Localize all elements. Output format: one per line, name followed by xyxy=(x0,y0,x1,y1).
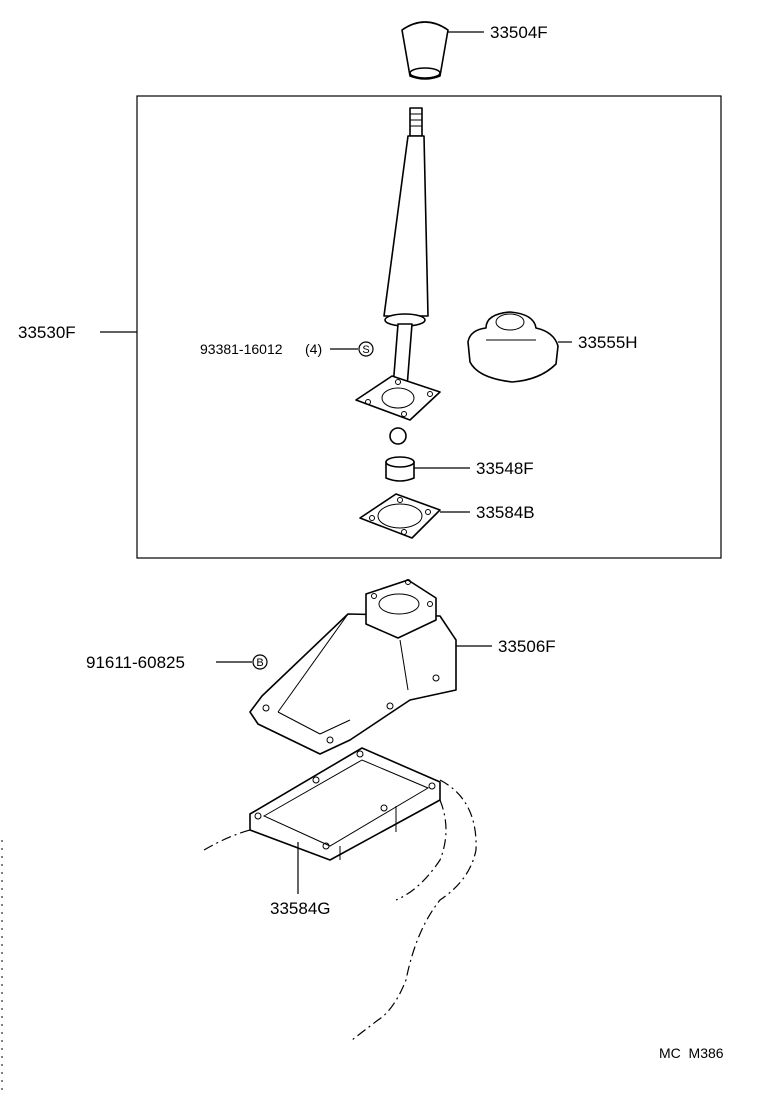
screw-symbol-text: S xyxy=(362,344,369,356)
bushing[interactable] xyxy=(385,456,470,482)
label-screw-qty: (4) xyxy=(305,341,322,357)
label-screw: 93381-16012 xyxy=(200,341,283,357)
shift-knob[interactable] xyxy=(401,21,484,80)
lever-boot[interactable] xyxy=(467,311,572,383)
label-bushing: 33548F xyxy=(476,459,534,478)
lever-gasket[interactable] xyxy=(359,493,470,539)
bolt-symbol xyxy=(252,654,268,670)
label-lever-assy: 33530F xyxy=(18,323,76,342)
label-housing-gasket: 33584G xyxy=(270,899,331,918)
label-bolt: 91611-60825 xyxy=(86,653,185,672)
label-knob: 33504F xyxy=(490,23,548,42)
label-retainer-housing: 33506F xyxy=(498,637,556,656)
lever-assembly-box xyxy=(136,95,722,559)
transmission-outline xyxy=(203,779,477,1041)
housing-gasket[interactable] xyxy=(249,747,441,894)
shift-lever[interactable] xyxy=(355,107,441,445)
label-lever-gasket: 33584B xyxy=(476,503,535,522)
bolt-symbol-text: B xyxy=(256,657,263,669)
label-boot: 33555H xyxy=(578,333,638,352)
retainer-housing[interactable] xyxy=(249,579,492,755)
screw-symbol xyxy=(358,341,374,357)
diagram-code: MC M386 xyxy=(659,1045,724,1061)
